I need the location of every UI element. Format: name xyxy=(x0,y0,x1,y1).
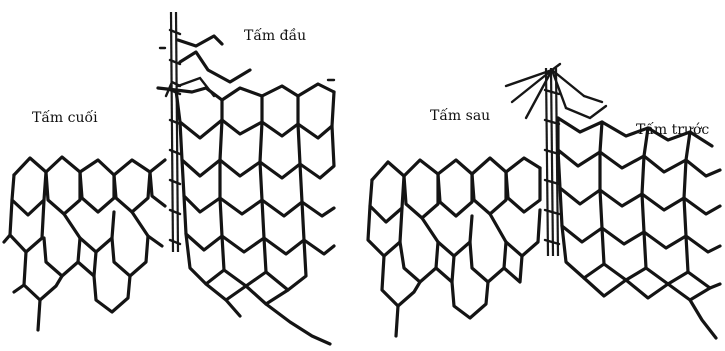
right-joint-diagram: Tấm sau Tấm trước xyxy=(368,64,720,338)
end-panel-mesh xyxy=(4,157,165,330)
back-panel-post xyxy=(545,68,559,256)
end-panel-post xyxy=(170,12,180,252)
left-joint-diagram: Tấm cuối Tấm đầu xyxy=(4,12,334,344)
back-panel-label: Tấm sau xyxy=(430,107,490,124)
back-panel-mesh xyxy=(368,158,540,336)
front-panel-label: Tấm trước xyxy=(636,121,709,138)
start-panel-label: Tấm đầu xyxy=(244,27,306,44)
start-panel-mesh xyxy=(158,36,334,344)
front-panel-mesh xyxy=(558,118,720,338)
end-panel-label: Tấm cuối xyxy=(32,109,98,126)
